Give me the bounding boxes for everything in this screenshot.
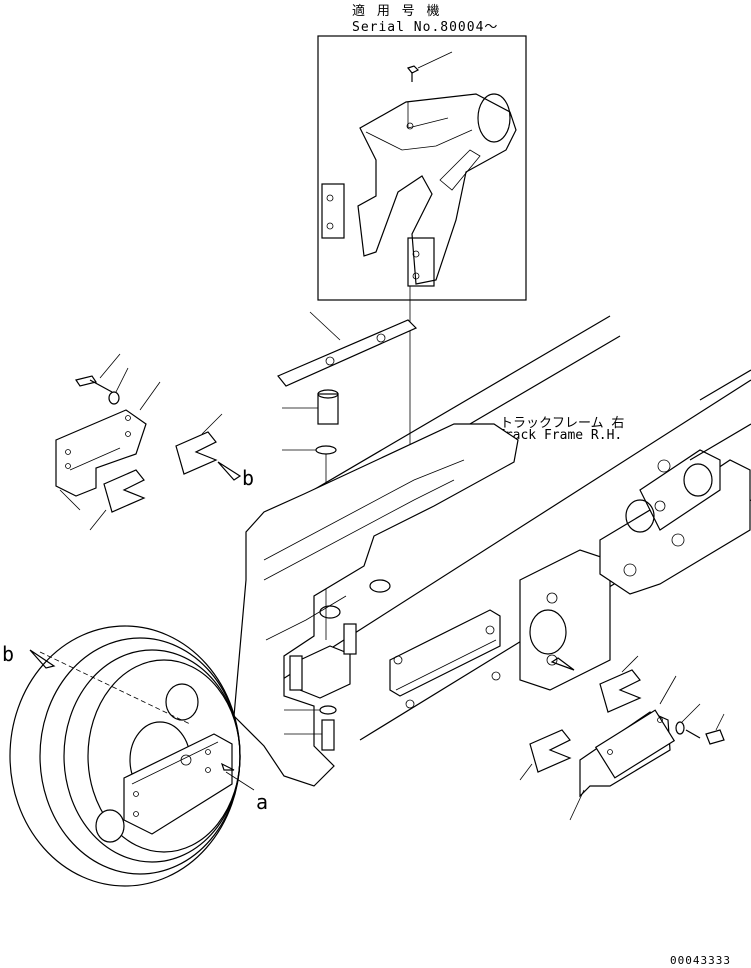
callout-b-left: b [2,642,15,666]
spacer-plate [277,311,418,387]
washer-upper [282,445,337,455]
right-bolt [685,713,725,745]
inset-title: 適 用 号 機 [352,4,442,19]
track-frame-label-jp: トラックフレーム 右 [500,416,625,431]
left-shim-lower [89,469,146,531]
left-bracket [55,381,161,497]
right-shim-upper [599,655,642,713]
right-shim-lower [519,729,572,781]
callout-b-upper: b [242,466,255,490]
track-frame [233,315,751,787]
inset-bolt [406,51,453,82]
right-bracket [569,675,677,821]
inset-box [317,35,527,301]
inset-serial: Serial No.80004～ [352,20,499,35]
washer-lower [284,705,337,715]
collar [282,389,339,425]
left-shim-upper [175,413,223,475]
bolt-lower [284,719,335,751]
drawing-number: 00043333 [670,954,731,967]
left-washer [108,367,129,405]
right-washer [675,703,701,735]
inset-bracket [321,93,517,287]
callout-a-left: a [256,790,269,814]
left-bolt [75,353,121,393]
idler-wheel [9,625,255,887]
track-frame-label-en: Track Frame R.H. [497,428,623,443]
